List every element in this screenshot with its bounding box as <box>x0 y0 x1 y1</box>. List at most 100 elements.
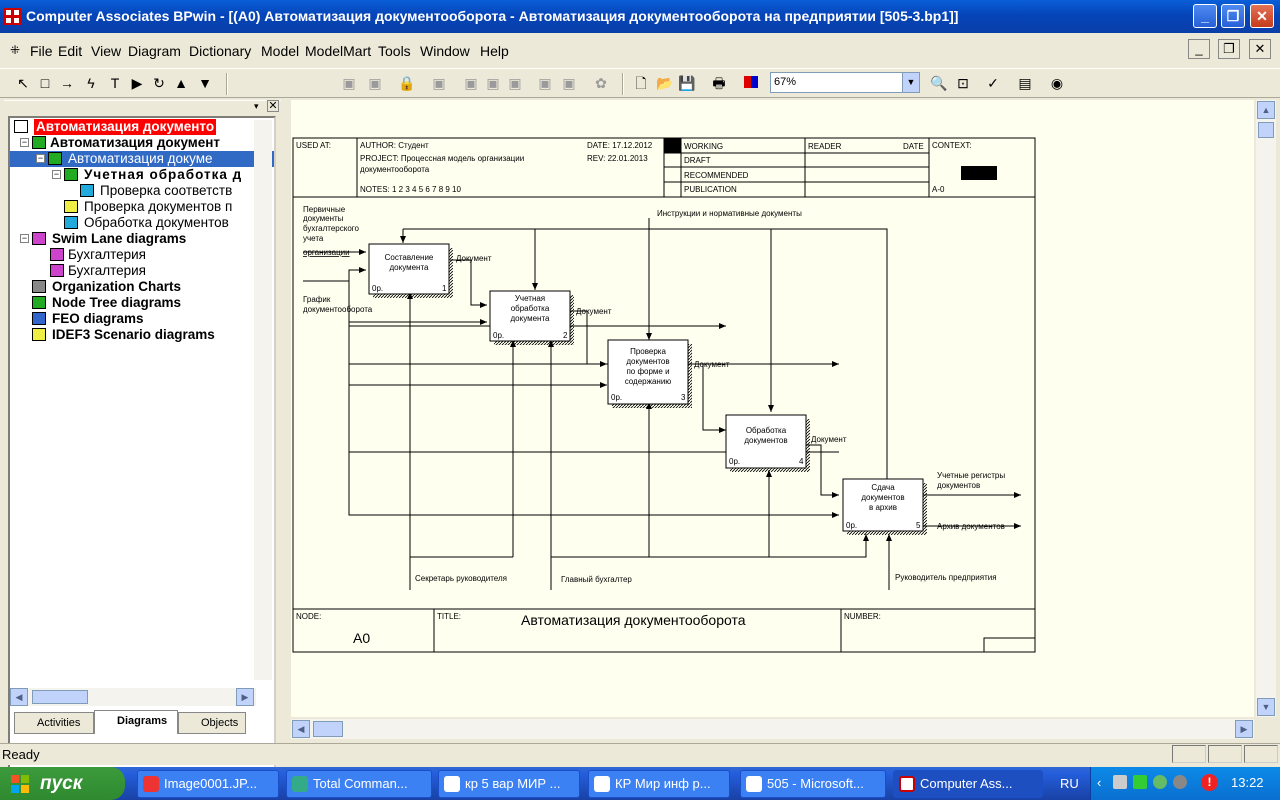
canvas-vscroll[interactable]: ▲ ▼ <box>1256 100 1276 717</box>
menu-file[interactable]: File <box>30 43 53 59</box>
collapse-icon[interactable]: − <box>20 137 29 147</box>
task-word-2[interactable]: КР Мир инф р... <box>588 770 730 798</box>
diagram-tree[interactable]: Автоматизация документо − Автоматизация … <box>8 116 276 786</box>
menu-modelmart[interactable]: ModelMart <box>305 43 372 59</box>
zoom-in-icon[interactable]: 🔍 <box>930 75 948 91</box>
mdi-restore-button[interactable]: ❐ <box>1218 39 1240 59</box>
pointer-tool-icon[interactable]: ↖ <box>17 75 29 91</box>
task-total-commander[interactable]: Total Comman... <box>286 770 432 798</box>
bpwin-icon <box>899 776 915 792</box>
collapse-icon[interactable]: − <box>52 169 61 179</box>
idef0-diagram-icon <box>64 168 78 181</box>
dock-icon[interactable]: ▾ <box>254 101 259 111</box>
tree-hscroll[interactable]: ◀ ▶ <box>10 688 256 706</box>
close-panel-icon[interactable]: ✕ <box>267 100 279 112</box>
box-tool-icon[interactable]: □ <box>40 75 50 91</box>
close-button[interactable]: ✕ <box>1250 4 1274 28</box>
alert-icon[interactable]: ! <box>1201 774 1218 791</box>
open-folder-icon[interactable]: 📂 <box>656 75 674 91</box>
swimlane-icon <box>32 232 46 245</box>
menu-tools[interactable]: Tools <box>378 43 411 59</box>
tree-item-a0-context[interactable]: Автоматизация документ <box>50 135 221 150</box>
task-word-3[interactable]: 505 - Microsoft... <box>740 770 886 798</box>
tree-item-root[interactable]: Автоматизация документо <box>34 119 217 135</box>
tree-item-nodetree[interactable]: Node Tree diagrams <box>52 295 182 310</box>
model-explorer-icon[interactable]: ▤ <box>1018 75 1032 91</box>
task-label: Image0001.JP... <box>164 776 257 791</box>
tree-item-feo[interactable]: FEO diagrams <box>52 311 144 326</box>
network-icon[interactable] <box>1113 775 1127 789</box>
idef3-diagram-icon <box>64 200 78 213</box>
menu-diagram[interactable]: Diagram <box>128 43 181 59</box>
mdi-close-button[interactable]: ✕ <box>1249 39 1271 59</box>
canvas-hscroll[interactable]: ◀ ▶ <box>291 719 1254 739</box>
status-recommended: RECOMMENDED <box>684 171 749 180</box>
tab-diagrams[interactable]: Diagrams <box>94 710 178 734</box>
go-up-icon[interactable]: ▲ <box>174 75 188 91</box>
chevron-down-icon[interactable]: ▼ <box>902 73 919 92</box>
word-icon <box>594 776 610 792</box>
tree-item-idef3[interactable]: IDEF3 Scenario diagrams <box>52 327 215 342</box>
reader-date-label: DATE <box>903 142 924 151</box>
globe-icon[interactable]: ◉ <box>1050 75 1064 91</box>
menu-help[interactable]: Help <box>480 43 509 59</box>
tree-item-buh2[interactable]: Бухгалтерия <box>68 263 146 278</box>
go-down-icon[interactable]: ▼ <box>198 75 212 91</box>
tray-app-icon[interactable] <box>1153 775 1167 789</box>
tree-item-buh1[interactable]: Бухгалтерия <box>68 247 146 262</box>
tree-item-a4[interactable]: Обработка документов <box>84 215 229 230</box>
menu-view[interactable]: View <box>91 43 122 59</box>
tree-item-org[interactable]: Organization Charts <box>52 279 182 294</box>
input1-l5: организации <box>303 248 350 257</box>
tree-selection <box>10 151 274 167</box>
bpwin-app-icon[interactable] <box>4 8 21 25</box>
node-value: A0 <box>353 630 370 646</box>
windows-logo-icon <box>11 775 29 793</box>
mdi-minimize-button[interactable]: _ <box>1188 39 1210 59</box>
tree-item-a3[interactable]: Проверка документов п <box>84 199 233 214</box>
tree-vscroll[interactable] <box>254 120 272 680</box>
print-icon[interactable]: 🖶 <box>712 75 726 91</box>
spell-check-icon[interactable]: ✓ <box>987 75 999 91</box>
squiggle-tool-icon[interactable]: ϟ <box>87 75 95 91</box>
menu-dictionary[interactable]: Dictionary <box>189 43 252 59</box>
tree-item-a2[interactable]: Учетная обработка д <box>84 167 243 182</box>
task-word-1[interactable]: кр 5 вар МИР ... <box>438 770 580 798</box>
security-icon[interactable] <box>1133 775 1147 789</box>
menu-edit[interactable]: Edit <box>58 43 83 59</box>
new-file-icon[interactable]: 🗋 <box>635 75 647 91</box>
diagram-canvas[interactable]: USED AT: AUTHOR: Студент PROJECT: Процес… <box>291 100 1254 717</box>
minimize-button[interactable]: _ <box>1193 4 1217 28</box>
collapse-icon[interactable]: − <box>36 153 45 163</box>
menu-window[interactable]: Window <box>420 43 470 59</box>
menu-model[interactable]: Model <box>261 43 300 59</box>
triangle-right-icon[interactable]: ▶ <box>131 75 143 91</box>
tree-item-swimlane[interactable]: Swim Lane diagrams <box>52 231 187 246</box>
box1-line2: документа <box>389 263 429 272</box>
zoom-select[interactable]: 67%▼ <box>770 72 920 93</box>
doc-icon[interactable]: ⁜ <box>10 43 21 57</box>
collapse-icon[interactable]: − <box>20 233 29 243</box>
tab-objects[interactable]: Objects <box>178 712 246 734</box>
maximize-button[interactable]: ❐ <box>1221 4 1245 28</box>
toolbar: ↖ □ → ϟ T ▶ ↻ ▲ ▼ ▣ ▣ 🔒 ▣ ▣ ▣ ▣ ▣ ▣ ✿ 🗋 … <box>0 68 1280 98</box>
task-bpwin[interactable]: Computer Ass... <box>893 770 1043 798</box>
rotate-icon[interactable]: ↻ <box>153 75 165 91</box>
language-indicator[interactable]: RU <box>1060 776 1079 791</box>
task-label: кр 5 вар МИР ... <box>465 776 561 791</box>
zoom-fit-icon[interactable]: ⊡ <box>957 75 969 91</box>
start-button[interactable]: пуск <box>0 767 125 800</box>
text-tool-icon[interactable]: T <box>110 75 120 91</box>
tray-expand-icon[interactable]: ‹ <box>1097 775 1102 790</box>
arrow-tool-icon[interactable]: → <box>60 75 74 91</box>
swimlane-icon <box>50 248 64 261</box>
task-image[interactable]: Image0001.JP... <box>137 770 279 798</box>
color-icon[interactable] <box>742 74 760 92</box>
task-label: Computer Ass... <box>920 776 1013 791</box>
status-draft: DRAFT <box>684 156 711 165</box>
save-icon[interactable]: 💾 <box>678 75 696 91</box>
tree-item-a21[interactable]: Проверка соответств <box>100 183 233 198</box>
tree-item-a0[interactable]: Автоматизация докуме <box>68 151 213 166</box>
tray-app-icon-2[interactable] <box>1173 775 1187 789</box>
tab-activities[interactable]: Activities <box>14 712 94 734</box>
